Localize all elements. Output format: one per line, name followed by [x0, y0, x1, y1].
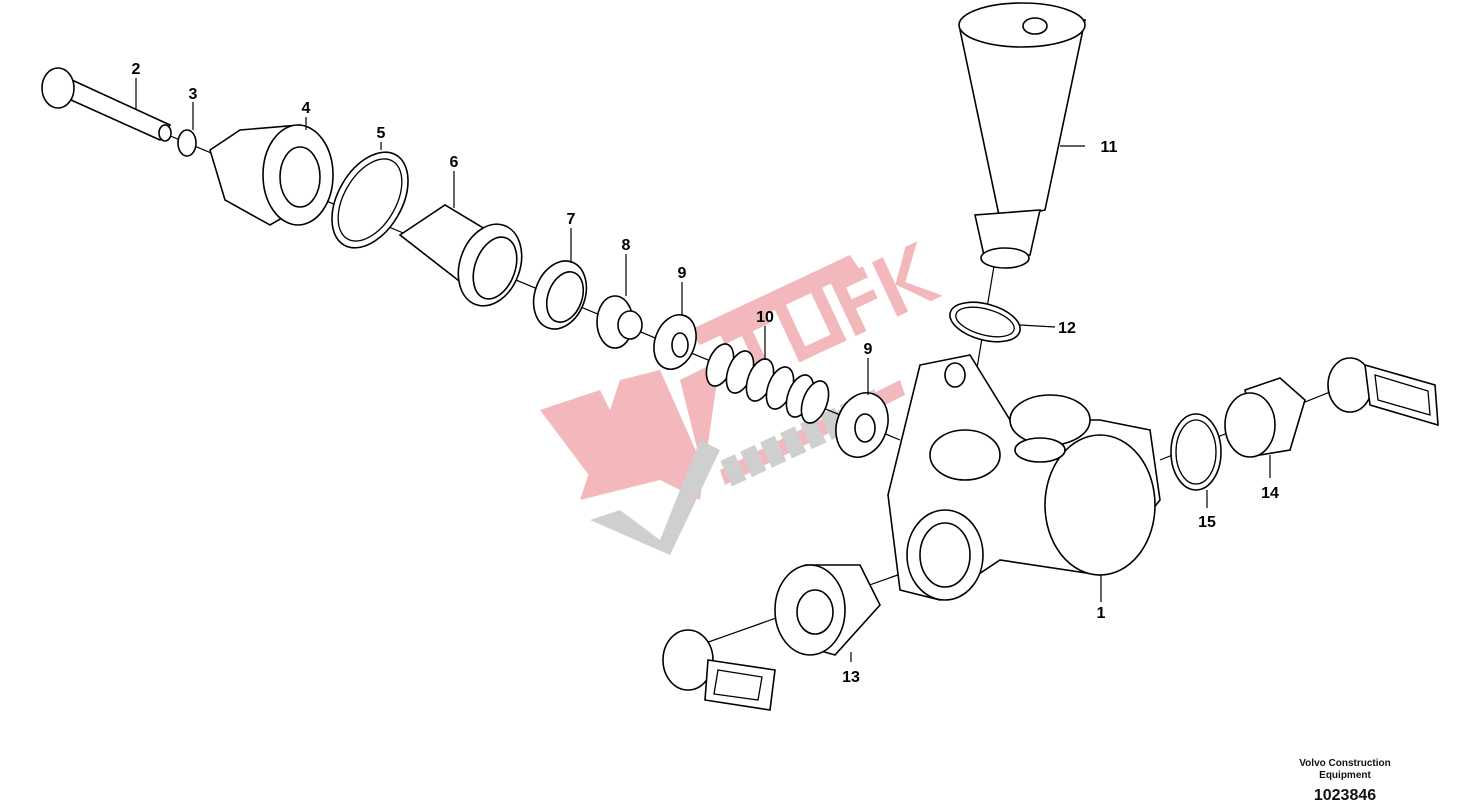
part-7-seat [532, 260, 588, 330]
part-6-sleeve [398, 204, 523, 307]
callout-10: 10 [756, 309, 774, 326]
watermark-lettering-turk [719, 241, 943, 380]
part-14-cap [1327, 357, 1439, 427]
callout-6: 6 [450, 154, 459, 171]
part-4-plug [209, 124, 334, 226]
part-13-plug [774, 564, 881, 656]
part-11-filter [958, 2, 1087, 269]
callout-2: 2 [132, 61, 141, 78]
callout-9-upper: 9 [678, 265, 687, 282]
part-1-pump-housing [887, 354, 1161, 601]
callout-1: 1 [1097, 605, 1106, 622]
callout-13: 13 [842, 669, 860, 686]
company-name-line1: Volvo Construction [1299, 758, 1391, 769]
part-9-washer-upper [653, 314, 697, 370]
part-10-spring [705, 343, 830, 424]
part-3-washer [177, 129, 197, 157]
part-15-o-ring [1170, 413, 1222, 491]
callout-9-lower: 9 [864, 341, 873, 358]
callout-5: 5 [377, 125, 386, 142]
part-14-plug [1224, 377, 1306, 458]
callout-12: 12 [1058, 320, 1076, 337]
callout-8: 8 [622, 237, 631, 254]
part-12-o-ring [949, 301, 1021, 343]
drawing-number: 1023846 [1313, 787, 1377, 804]
part-9-washer-lower [835, 392, 889, 458]
part-13-cap [662, 629, 776, 711]
callout-7: 7 [567, 211, 576, 228]
callout-3: 3 [189, 86, 198, 103]
callout-4: 4 [302, 100, 311, 117]
part-2-pin [41, 67, 172, 142]
watermark-logo [540, 241, 943, 555]
part-5-o-ring [331, 151, 409, 249]
part-8-valve [596, 295, 643, 349]
callout-leaders [135, 78, 1271, 662]
callout-11: 11 [1101, 139, 1118, 156]
callout-15: 15 [1198, 514, 1216, 531]
company-name-line2: Equipment [1319, 770, 1371, 781]
drawing-footer: Volvo Construction Equipment 1023846 [1290, 758, 1400, 805]
callout-14: 14 [1261, 485, 1279, 502]
